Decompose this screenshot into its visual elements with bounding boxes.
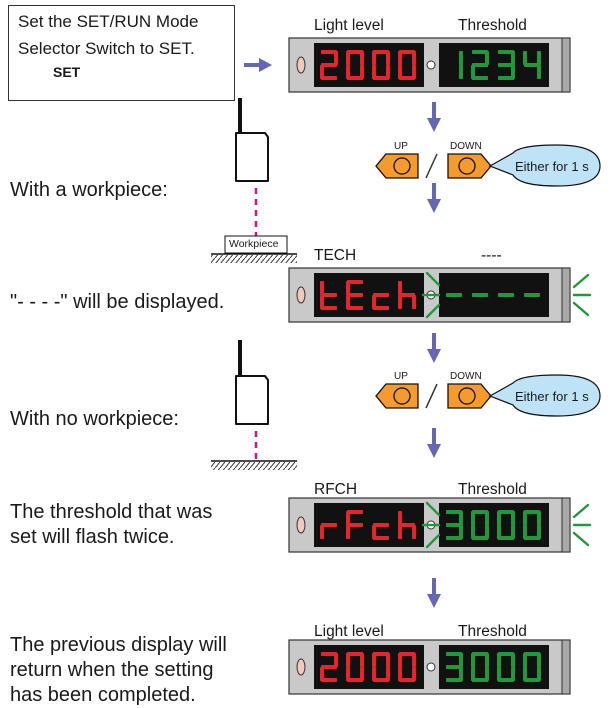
sensor-head-icon — [235, 340, 269, 425]
digit-glyph — [523, 51, 541, 79]
flash-rays — [421, 271, 592, 319]
display-4-right-label: Threshold — [458, 623, 527, 640]
digit-glyph — [346, 280, 363, 310]
step-threshold-flash-2: set will flash twice. — [10, 526, 175, 548]
display-panel — [288, 497, 592, 553]
step-with-workpiece: With a workpiece: — [10, 179, 168, 201]
digit-glyph — [471, 50, 489, 80]
display-3-right-label: Threshold — [458, 481, 527, 498]
digit-glyph — [498, 50, 515, 80]
display-2-right-label: ---- — [481, 247, 502, 264]
display-1-left-label: Light level — [314, 17, 384, 34]
sensor-head-icon — [235, 98, 269, 182]
digit-glyph — [471, 652, 489, 682]
digit-glyph — [372, 293, 389, 310]
display-panel — [288, 37, 571, 93]
up-label: UP — [394, 371, 408, 382]
floor-hatch — [211, 462, 297, 470]
arrow-down-icon — [427, 183, 441, 213]
down-button[interactable] — [447, 153, 492, 179]
step-no-workpiece: With no workpiece: — [10, 408, 179, 430]
up-label: UP — [394, 141, 408, 152]
digit-glyph — [523, 652, 541, 682]
digit-glyph — [497, 510, 515, 540]
digit-glyph — [524, 293, 540, 297]
digit-glyph — [320, 281, 337, 310]
digit-glyph — [446, 652, 463, 682]
arrow-down-icon — [427, 428, 441, 458]
step-previous-1: The previous display will — [10, 634, 227, 656]
display-4-left-label: Light level — [314, 623, 384, 640]
digit-glyph — [446, 510, 463, 540]
workpiece-label: Workpiece — [229, 238, 279, 250]
mode-line-1: Set the SET/RUN Mode — [18, 12, 199, 31]
mode-line-2: Selector Switch to SET. — [18, 39, 195, 58]
digit-glyph — [320, 523, 337, 539]
workpiece-box — [224, 235, 288, 254]
floor-hatch — [211, 255, 297, 263]
digit-glyph — [346, 50, 364, 80]
digit-glyph — [372, 652, 390, 682]
arrow-down-icon — [427, 578, 441, 608]
up-down-buttons — [375, 144, 601, 187]
digit-glyph — [398, 281, 416, 309]
arrow-down-icon — [427, 333, 441, 363]
hold-bubble — [488, 374, 601, 417]
digit-glyph — [498, 293, 514, 297]
display-1-right-label: Threshold — [458, 17, 527, 34]
display-panel — [288, 267, 592, 323]
step-previous-2: return when the setting — [10, 659, 214, 681]
down-label: DOWN — [450, 141, 482, 152]
digit-glyph — [446, 293, 462, 297]
digit-glyph — [398, 511, 416, 539]
digit-glyph — [346, 510, 363, 539]
display-2-left-label: TECH — [314, 247, 357, 264]
digit-glyph — [472, 293, 488, 297]
down-label: DOWN — [450, 371, 482, 382]
display-panels — [288, 37, 592, 695]
digit-glyph — [459, 51, 463, 79]
display-3-left-label: RFCH — [314, 481, 358, 498]
set-switch-label: SET — [53, 64, 81, 80]
step-previous-3: has been completed. — [10, 684, 196, 706]
step-threshold-flash-1: The threshold that was — [10, 501, 213, 523]
digit-glyph — [320, 50, 338, 80]
digit-glyph — [372, 50, 390, 80]
digit-glyph — [398, 50, 416, 80]
digit-glyph — [497, 652, 515, 682]
digit-glyph — [346, 652, 364, 682]
arrow-down-icon — [427, 102, 441, 132]
digit-glyph — [320, 652, 338, 682]
down-button[interactable] — [447, 383, 492, 409]
up-down-buttons — [375, 374, 601, 417]
hold-hint: Either for 1 s — [515, 159, 589, 174]
up-button[interactable] — [375, 383, 419, 409]
mode-instruction-box — [8, 5, 235, 101]
digit-glyph — [523, 510, 541, 540]
digit-glyph — [471, 510, 489, 540]
hold-hint: Either for 1 s — [515, 389, 589, 404]
hold-bubble — [488, 144, 601, 187]
arrow-right-icon — [244, 58, 272, 72]
digit-glyph — [372, 523, 389, 540]
digit-glyph — [398, 652, 416, 682]
up-button[interactable] — [375, 153, 419, 179]
flash-rays — [421, 501, 592, 549]
step-dashes-displayed: "- - - -" will be displayed. — [10, 291, 225, 313]
display-panel — [288, 639, 571, 695]
